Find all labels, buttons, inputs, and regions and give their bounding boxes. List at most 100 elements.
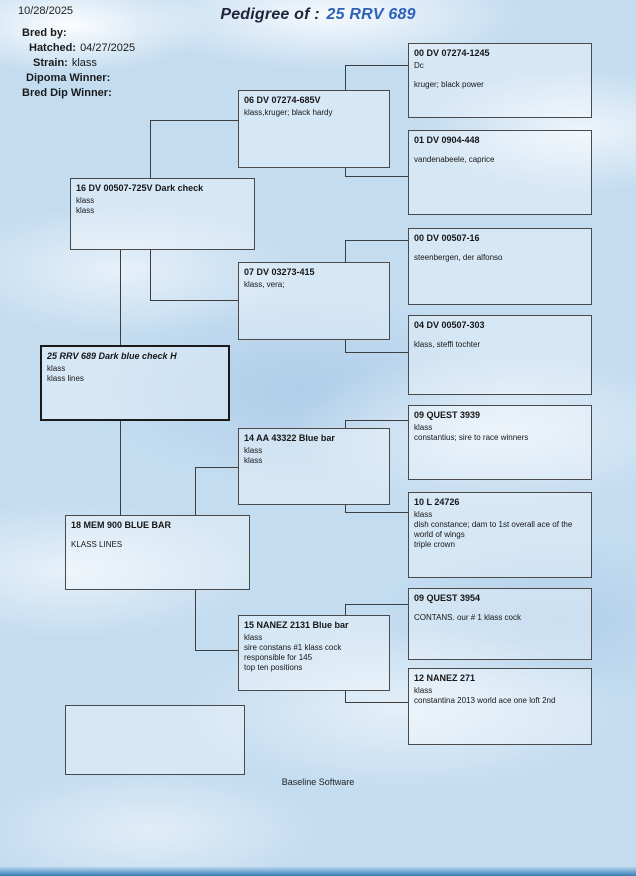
empty-notes-box: [65, 705, 245, 775]
pedigree-box-gen4-4: 04 DV 00507-303 klass, steffi tochter: [408, 315, 592, 395]
bird-id: 15 NANEZ 2131 Blue bar: [244, 620, 349, 630]
bird-note: constantina 2013 world ace one loft 2nd: [414, 696, 556, 705]
bird-id: 12 NANEZ 271: [414, 673, 476, 683]
bird-note: sire constans #1 klass cock responsible …: [244, 643, 342, 662]
connector-line: [345, 512, 408, 513]
connector-line: [150, 300, 238, 301]
pedigree-box-gen4-8: 12 NANEZ 271 klass constantina 2013 worl…: [408, 668, 592, 745]
bird-id: 14 AA 43322 Blue bar: [244, 433, 335, 443]
connector-line: [195, 650, 238, 651]
bird-id: 06 DV 07274-685V: [244, 95, 321, 105]
bird-id: 07 DV 03273-415: [244, 267, 315, 277]
pedigree-box-sire: 16 DV 00507-725V Dark check klass klass: [70, 178, 255, 250]
hatched-value: 04/27/2025: [80, 42, 136, 54]
title-subject-id: 25 RRV 689: [326, 6, 416, 23]
connector-line: [345, 420, 346, 428]
pedigree-box-dam: 18 MEM 900 BLUE BAR KLASS LINES: [65, 515, 250, 590]
bird-id: 09 QUEST 3954: [414, 593, 481, 603]
connector-line: [345, 604, 346, 615]
connector-line: [150, 250, 151, 300]
connector-line: [150, 120, 151, 178]
bird-note: kruger; black power: [414, 80, 484, 89]
connector-line: [345, 168, 346, 176]
pedigree-box-gen4-7: 09 QUEST 3954 CONTANS. our # 1 klass coc…: [408, 588, 592, 660]
pedigree-box-gen4-2: 01 DV 0904-448 vandenabeele, caprice: [408, 130, 592, 215]
bird-note: klass,kruger; black hardy: [244, 108, 333, 117]
bird-note: Dc: [414, 61, 424, 70]
bird-note: klass: [414, 423, 433, 432]
pedigree-box-gen3-3: 14 AA 43322 Blue bar klass klass: [238, 428, 390, 505]
pedigree-box-subject: 25 RRV 689 Dark blue check H klass klass…: [40, 345, 230, 421]
pedigree-box-gen3-4: 15 NANEZ 2131 Blue bar klass sire consta…: [238, 615, 390, 691]
bird-note: klass lines: [47, 374, 84, 383]
pedigree-box-gen3-2: 07 DV 03273-415 klass, vera;: [238, 262, 390, 340]
strain-value: klass: [71, 57, 97, 69]
info-row-bred-dip-winner: Bred Dip Winner:: [20, 86, 135, 101]
bird-note: klass: [47, 364, 66, 373]
hatched-label: Hatched:: [29, 42, 77, 54]
connector-line: [150, 120, 238, 121]
connector-line: [345, 691, 346, 702]
bird-note: klass, vera;: [244, 280, 285, 289]
page-title: Pedigree of : 25 RRV 689: [0, 6, 636, 24]
pedigree-box-gen4-6: 10 L 24726 klass dish constance; dam to …: [408, 492, 592, 578]
pedigree-box-gen4-5: 09 QUEST 3939 klass constantius; sire to…: [408, 405, 592, 480]
strain-label: Strain:: [33, 57, 68, 69]
pedigree-box-gen4-1: 00 DV 07274-1245 Dc kruger; black power: [408, 43, 592, 118]
bird-note: klass: [414, 510, 433, 519]
info-row-hatched: Hatched:04/27/2025: [20, 41, 135, 56]
bird-note: KLASS LINES: [71, 540, 123, 549]
bird-id: 04 DV 00507-303: [414, 320, 485, 330]
info-row-bred-by: Bred by:: [20, 26, 135, 41]
bird-note: klass: [244, 456, 263, 465]
connector-line: [345, 420, 408, 421]
bird-id: 16 DV 00507-725V Dark check: [76, 183, 204, 193]
bird-id: 10 L 24726: [414, 497, 460, 507]
connector-line: [195, 467, 196, 515]
bird-note: klass: [76, 196, 95, 205]
connector-line: [195, 590, 196, 650]
bird-note: klass: [76, 206, 95, 215]
diploma-winner-label: Dipoma Winner:: [26, 72, 111, 84]
bird-note: klass: [244, 633, 263, 642]
connector-line: [345, 702, 408, 703]
connector-line: [345, 176, 408, 177]
bird-id: 09 QUEST 3939: [414, 410, 481, 420]
connector-line: [345, 65, 408, 66]
connector-line: [345, 340, 346, 352]
pedigree-box-gen4-3: 00 DV 00507-16 steenbergen, der alfonso: [408, 228, 592, 305]
connector-line: [345, 505, 346, 512]
software-credit: Baseline Software: [281, 777, 355, 787]
bird-note: top ten positions: [244, 663, 303, 672]
bird-note: vandenabeele, caprice: [414, 155, 495, 164]
connector-line: [345, 352, 408, 353]
info-row-diploma-winner: Dipoma Winner:: [20, 71, 135, 86]
info-row-strain: Strain:klass: [20, 56, 135, 71]
bird-note: triple crown: [414, 540, 455, 549]
bird-note: klass: [244, 446, 263, 455]
connector-line: [120, 250, 121, 345]
bird-id: 00 DV 07274-1245: [414, 48, 490, 58]
bird-id: 00 DV 00507-16: [414, 233, 480, 243]
scan-date: 10/28/2025: [18, 5, 74, 17]
connector-line: [345, 65, 346, 90]
connector-line: [345, 240, 408, 241]
connector-line: [345, 604, 408, 605]
bred-dip-winner-label: Bred Dip Winner:: [22, 87, 112, 99]
bird-note: CONTANS. our # 1 klass cock: [414, 613, 521, 622]
bird-id: 01 DV 0904-448: [414, 135, 480, 145]
bird-note: constantius; sire to race winners: [414, 433, 529, 442]
bird-note: dish constance; dam to 1st overall ace o…: [414, 520, 573, 539]
bird-note: steenbergen, der alfonso: [414, 253, 503, 262]
connector-line: [120, 421, 121, 515]
connector-line: [195, 467, 238, 468]
bird-note: klass: [414, 686, 433, 695]
bird-id: 18 MEM 900 BLUE BAR: [71, 520, 172, 530]
breeder-info: Bred by: Hatched:04/27/2025 Strain:klass…: [20, 26, 135, 101]
scan-edge: [0, 867, 636, 876]
bird-id: 25 RRV 689 Dark blue check H: [47, 351, 177, 361]
connector-line: [345, 240, 346, 262]
title-prefix: Pedigree of :: [220, 6, 320, 23]
bird-note: klass, steffi tochter: [414, 340, 481, 349]
